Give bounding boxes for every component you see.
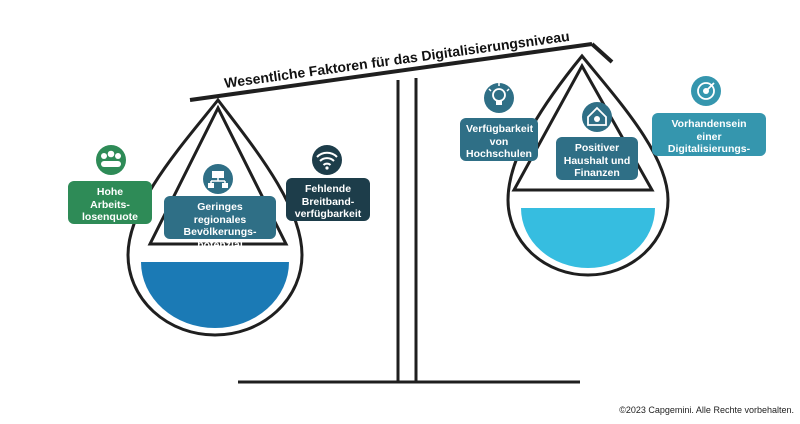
factor-label-universities: Verfügbarkeit von Hochschulen bbox=[460, 118, 538, 161]
people-group-icon bbox=[96, 145, 126, 175]
house-money-icon bbox=[582, 102, 612, 132]
wifi-icon bbox=[312, 145, 342, 175]
target-icon bbox=[691, 76, 721, 106]
left-pan-triangle bbox=[147, 104, 289, 246]
copyright-notice: ©2023 Capgemini. Alle Rechte vorbehalten… bbox=[619, 405, 794, 415]
right-pan-fill bbox=[521, 208, 655, 268]
factor-label-strategy: Vorhandensein einer Digitalisierungs- St… bbox=[652, 113, 766, 168]
left-pan-fill bbox=[141, 262, 289, 328]
scale-beam bbox=[189, 42, 593, 102]
network-icon bbox=[203, 164, 233, 194]
right-pan-triangle bbox=[511, 62, 655, 192]
factor-label-unemployment: Hohe Arbeits- losenquote bbox=[68, 181, 152, 224]
factor-label-broadband: Fehlende Breitband- verfügbarkeit bbox=[286, 178, 370, 221]
right-pan-outline bbox=[506, 53, 670, 277]
scale-pillar bbox=[396, 78, 418, 382]
factor-label-population: Geringes regionales Bevölkerungs- potenz… bbox=[164, 196, 276, 251]
scale-beam-right-cap bbox=[590, 42, 614, 64]
lightbulb-icon bbox=[484, 83, 514, 113]
factor-label-finances: Positiver Haushalt und Finanzen bbox=[556, 137, 638, 180]
